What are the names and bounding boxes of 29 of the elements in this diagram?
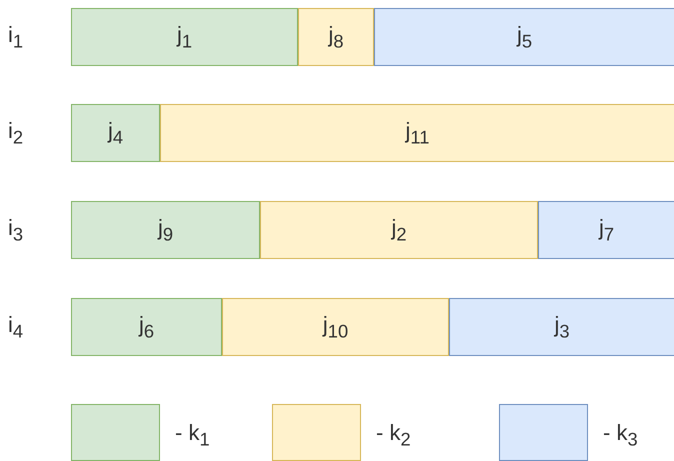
task-label: j$_{3}$	[554, 312, 570, 342]
task-label: j$_{10}$	[322, 312, 348, 342]
task-bar	[160, 104, 674, 162]
task-bar	[538, 201, 674, 259]
task-bar	[449, 298, 674, 356]
task-bar	[71, 201, 260, 259]
legend-label: - k$_{2}$	[376, 420, 411, 450]
task-bar	[260, 201, 538, 259]
task-bar	[71, 104, 160, 162]
legend-label: - k$_{1}$	[175, 420, 210, 450]
task-label: j$_{9}$	[158, 214, 174, 246]
task-label: j$_{6}$	[138, 312, 154, 342]
task-label: j$_{1}$	[176, 22, 192, 52]
legend-label: - k$_{3}$	[603, 420, 638, 450]
task-label: j$_{7}$	[598, 214, 614, 246]
task-bar	[222, 298, 449, 356]
task-bar	[71, 298, 222, 356]
task-label: j$_{5}$	[516, 22, 532, 52]
row-label: i$_{4}$	[8, 312, 24, 342]
task-label: j$_{8}$	[328, 22, 344, 52]
task-bar	[71, 8, 298, 66]
task-label: j$_{2}$	[391, 214, 407, 246]
row-label: i$_{1}$	[8, 22, 24, 52]
task-bar	[298, 8, 374, 66]
task-bar	[374, 8, 674, 66]
task-label: j$_{11}$	[406, 118, 430, 148]
task-label: j$_{4}$	[108, 118, 124, 148]
row-label: i$_{2}$	[8, 118, 24, 148]
row-label: i$_{3}$	[8, 215, 24, 246]
